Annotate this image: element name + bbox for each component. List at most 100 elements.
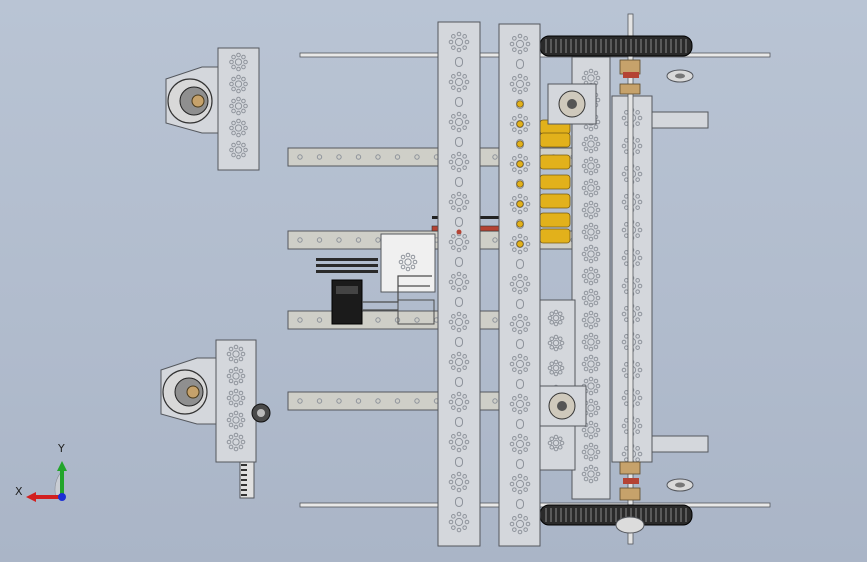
hole	[512, 447, 517, 452]
hole	[516, 459, 524, 469]
gear-tooth	[575, 39, 577, 53]
hole	[226, 417, 232, 423]
hole	[621, 451, 627, 457]
hole	[516, 59, 524, 69]
hole	[515, 319, 525, 329]
gear-tooth	[635, 39, 637, 53]
hole	[232, 350, 240, 358]
hole	[512, 287, 517, 292]
hole	[462, 245, 467, 250]
hole	[228, 356, 234, 362]
hole	[233, 380, 239, 386]
hole	[238, 346, 244, 352]
hole	[226, 395, 232, 401]
gear-tooth	[630, 39, 632, 53]
motor-shaft	[191, 94, 205, 108]
hole	[509, 481, 515, 487]
hole	[588, 156, 594, 162]
linkage	[362, 275, 432, 311]
hole	[512, 407, 517, 412]
hole	[243, 103, 248, 109]
hole	[454, 317, 464, 327]
hole	[595, 427, 601, 433]
hole	[451, 394, 456, 399]
hole	[455, 177, 463, 187]
hole	[512, 196, 517, 201]
hole	[637, 395, 643, 401]
hole	[583, 234, 589, 240]
hole	[523, 487, 528, 492]
vertical-channel-right	[498, 23, 541, 547]
hole	[635, 222, 640, 227]
hole	[583, 146, 589, 152]
hole	[588, 170, 594, 176]
hole	[593, 190, 599, 196]
hole	[595, 383, 601, 389]
shaft-collar	[623, 72, 639, 78]
hole	[583, 476, 589, 482]
hole	[509, 121, 515, 127]
hole	[557, 369, 563, 375]
rack-tooth	[241, 489, 247, 491]
hole	[231, 120, 236, 126]
hole	[549, 444, 555, 450]
hole	[635, 149, 640, 154]
gold-stud	[516, 200, 524, 208]
hole	[557, 444, 563, 450]
hole	[583, 246, 589, 252]
hole	[410, 264, 416, 270]
hole	[517, 153, 523, 159]
hole	[588, 434, 594, 440]
hole	[547, 340, 553, 346]
hole	[595, 251, 601, 257]
hole	[451, 314, 456, 319]
hole	[456, 47, 462, 53]
hole	[593, 476, 599, 482]
hole	[587, 294, 595, 302]
hole	[525, 241, 531, 247]
hole	[581, 163, 587, 169]
hole	[464, 479, 470, 485]
hole	[455, 297, 463, 307]
hole	[583, 212, 589, 218]
gear-assembly	[537, 35, 693, 534]
hole	[635, 233, 640, 238]
hole	[238, 422, 244, 428]
hole	[588, 266, 594, 272]
hole	[553, 446, 559, 452]
hole	[587, 206, 595, 214]
hole	[451, 125, 456, 130]
hole	[635, 345, 640, 350]
hole	[228, 434, 234, 440]
hole	[583, 168, 589, 174]
hole	[621, 367, 627, 373]
hole	[454, 397, 464, 407]
hole	[236, 132, 241, 138]
hole	[228, 444, 234, 450]
hole	[464, 319, 470, 325]
hole	[297, 317, 303, 323]
hole	[523, 196, 528, 201]
hole	[375, 398, 381, 404]
hole	[456, 71, 462, 77]
hole	[583, 334, 589, 340]
gear-tooth	[675, 508, 677, 522]
hub-bore	[675, 73, 685, 79]
hole	[451, 34, 456, 39]
hole	[549, 361, 555, 367]
gear-tooth	[660, 508, 662, 522]
hole	[241, 142, 246, 148]
hole	[233, 358, 239, 364]
hole	[593, 202, 599, 208]
hole	[588, 310, 594, 316]
hole	[635, 278, 640, 283]
hole	[229, 81, 234, 87]
hole	[593, 344, 599, 350]
hole	[451, 445, 456, 450]
hole	[517, 33, 523, 39]
hole	[455, 97, 463, 107]
hole	[456, 487, 462, 493]
gear-tooth	[620, 39, 622, 53]
